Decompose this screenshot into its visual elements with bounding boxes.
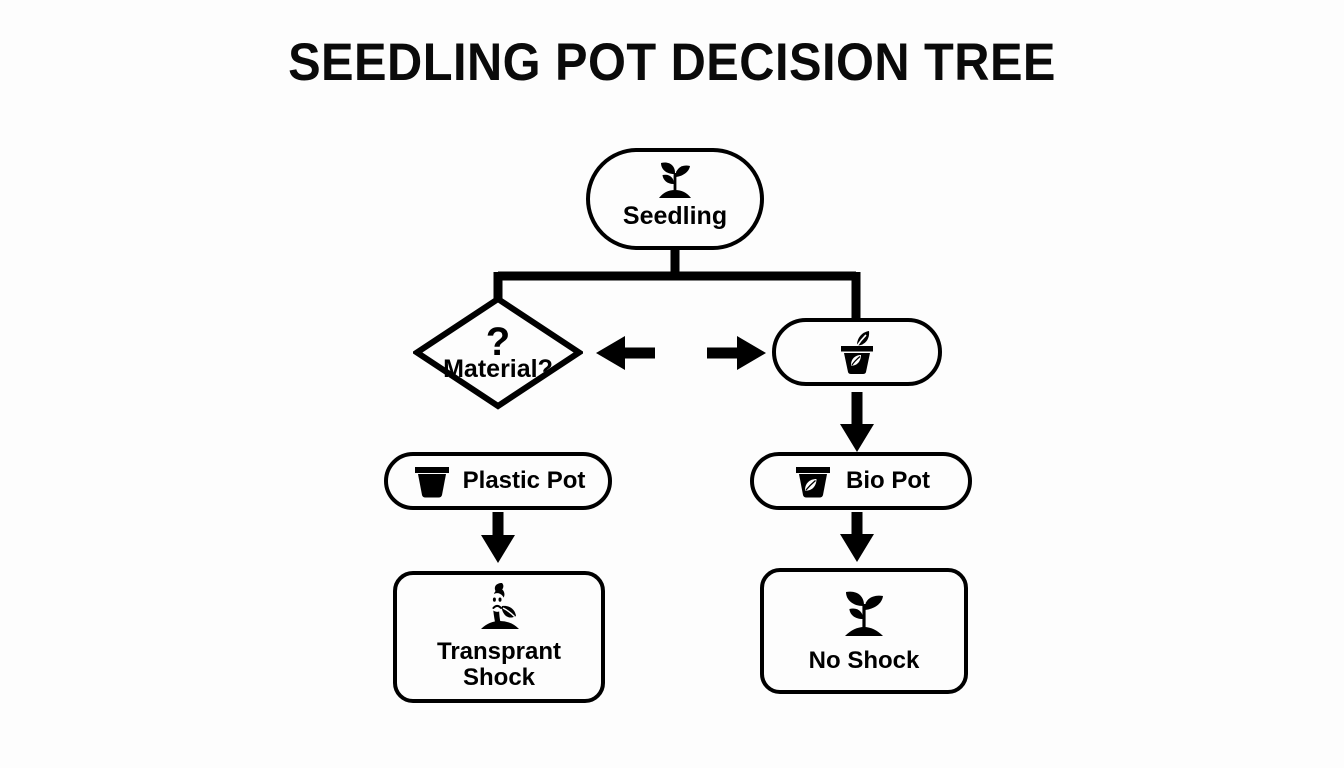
node-transplant-shock-label: Transprant Shock	[436, 638, 562, 691]
sprout-icon	[652, 160, 698, 202]
node-no-shock[interactable]: No Shock	[760, 568, 968, 694]
node-material-decision[interactable]: ? Material?	[413, 295, 583, 410]
bio-pot-leaf-icon	[835, 329, 879, 375]
node-no-shock-label: No Shock	[808, 647, 920, 675]
question-mark-icon: ?	[485, 319, 511, 364]
edge-arrow-right	[707, 336, 766, 370]
node-material-decision-label: Material?	[443, 354, 553, 383]
page-title: SEEDLING POT DECISION TREE	[288, 33, 1056, 92]
node-transplant-shock[interactable]: Transprant Shock	[393, 571, 605, 703]
node-bio-option[interactable]	[772, 318, 942, 386]
diamond-shape	[413, 295, 583, 410]
node-bio-pot[interactable]: Bio Pot	[750, 452, 972, 510]
node-plastic-pot[interactable]: Plastic Pot	[384, 452, 612, 510]
bio-pot-icon	[792, 461, 834, 501]
healthy-sprout-icon	[835, 588, 893, 640]
edge-plasticpot-transplantshock	[481, 512, 515, 563]
node-seedling[interactable]: Seedling	[586, 148, 764, 250]
wilted-plant-icon	[469, 583, 529, 633]
edge-biopot-noshock	[840, 512, 874, 562]
node-plastic-pot-label: Plastic Pot	[462, 467, 586, 495]
node-seedling-label: Seedling	[622, 202, 728, 230]
plastic-pot-icon	[411, 461, 453, 501]
edge-biooption-biopot	[840, 392, 874, 452]
node-bio-pot-label: Bio Pot	[846, 467, 930, 495]
edge-arrow-left	[596, 336, 655, 370]
